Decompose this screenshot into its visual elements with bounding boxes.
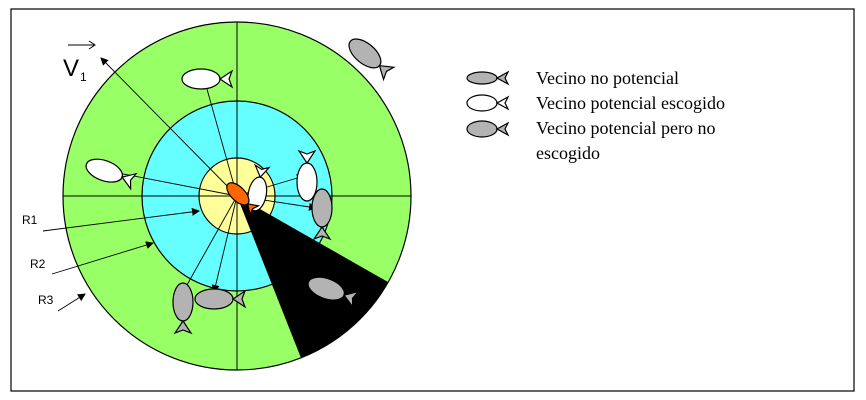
vector-v1-label: V 1 xyxy=(63,40,96,84)
fish-potential-not-chosen-right-icon xyxy=(311,188,333,241)
r1-arrow xyxy=(42,207,200,232)
legend-white-fish-icon xyxy=(466,94,510,112)
legend-item-chosen: Vecino potencial escogido xyxy=(536,93,725,113)
radius-arrows xyxy=(42,207,200,312)
legend: Vecino no potencial Vecino potencial esc… xyxy=(466,68,725,163)
label-r3: R3 xyxy=(38,293,54,307)
fish-layer xyxy=(85,38,396,335)
ray-bottom-fish-b xyxy=(211,195,238,293)
fish-non-potential-icon xyxy=(348,38,396,82)
vector-letter: V xyxy=(63,55,79,82)
legend-item-not-chosen-continuation: escogido xyxy=(536,143,600,163)
blind-zone-wedge xyxy=(237,196,388,358)
legend-gray-fish-icon xyxy=(466,120,510,138)
fish-chosen-top-icon xyxy=(181,68,234,90)
fish-blind-zone-icon xyxy=(307,276,360,309)
label-r1: R1 xyxy=(22,213,38,227)
fish-potential-not-chosen-bottom-icon xyxy=(172,282,194,335)
r2-arrow xyxy=(51,241,154,275)
fish-chosen-right-icon xyxy=(296,149,318,202)
legend-gray-small-fish-icon xyxy=(466,70,510,86)
ray-top-fish xyxy=(203,81,238,197)
legend-item-not-chosen: Vecino potencial pero no xyxy=(536,118,715,138)
r3-arrow xyxy=(57,293,86,312)
vector-arrow-head-icon xyxy=(88,40,96,50)
fish-chosen-left-icon xyxy=(85,158,138,191)
legend-item-non-potential: Vecino no potencial xyxy=(536,68,679,88)
focal-fish-icon xyxy=(226,182,261,217)
ray-bottom-fish-a xyxy=(182,195,238,293)
ray-v1 xyxy=(100,57,238,197)
vector-subscript: 1 xyxy=(80,70,87,84)
fish-chosen-inner-icon xyxy=(247,163,271,212)
fish-potential-not-chosen-bottom2-icon xyxy=(194,288,247,310)
label-r2: R2 xyxy=(30,257,46,271)
